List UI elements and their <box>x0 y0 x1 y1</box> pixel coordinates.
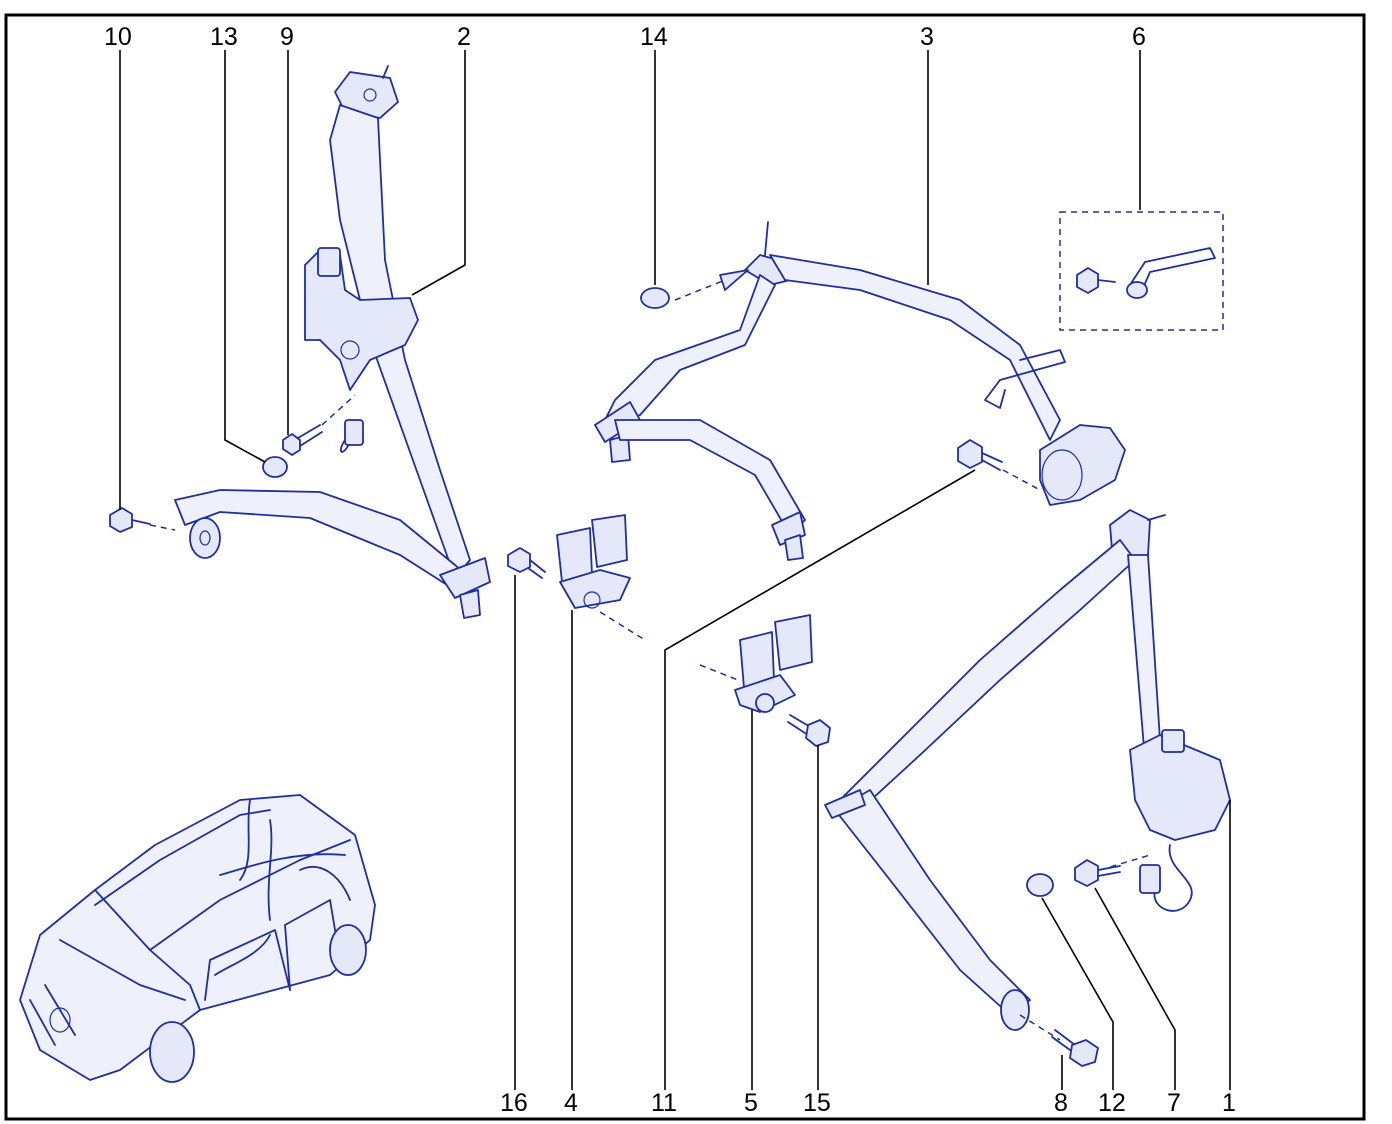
center-upper-belt <box>769 254 1061 441</box>
callout-15: 15 <box>803 1089 831 1117</box>
arrow-to-anchor <box>674 279 726 301</box>
center-retractor <box>1039 424 1126 506</box>
detail-box-6 <box>1059 211 1224 331</box>
leader-13 <box>224 50 266 463</box>
callout-3: 3 <box>920 23 934 51</box>
callout-14: 14 <box>640 23 668 51</box>
bolt-11 <box>957 439 1041 491</box>
right-sensor-connector <box>1139 864 1161 894</box>
callout-11: 11 <box>651 1089 677 1117</box>
leader-12 <box>1041 897 1114 1090</box>
left-belt-assembly <box>174 65 491 619</box>
right-shoulder-belt <box>839 539 1136 811</box>
bolt-16 <box>507 547 546 579</box>
callout-5: 5 <box>744 1089 758 1117</box>
callout-10: 10 <box>104 23 132 51</box>
callout-2: 2 <box>457 23 471 51</box>
bolt-15 <box>787 714 831 747</box>
right-vertical-belt <box>1127 554 1161 761</box>
buckle-5 <box>699 614 813 713</box>
right-lower-belt <box>834 789 1031 1016</box>
cap-13 <box>262 456 288 478</box>
callout-1: 1 <box>1222 1089 1236 1117</box>
callout-9: 9 <box>280 23 294 51</box>
leader-11 <box>664 469 976 1090</box>
callout-16: 16 <box>500 1089 528 1117</box>
cap-14 <box>640 287 670 309</box>
callout-7: 7 <box>1167 1089 1181 1117</box>
callout-4: 4 <box>564 1089 578 1117</box>
cap-12 <box>1026 873 1054 897</box>
callout-12: 12 <box>1098 1089 1126 1117</box>
callout-6: 6 <box>1132 23 1146 51</box>
bolt-10 <box>109 507 176 533</box>
left-sensor-connector <box>344 419 364 446</box>
callout-8: 8 <box>1054 1089 1068 1117</box>
bolt-8 <box>1051 1029 1099 1067</box>
callout-labels: 10 13 9 2 14 3 6 16 4 11 5 15 8 12 7 1 <box>104 23 1236 1117</box>
leader-7 <box>1094 887 1176 1090</box>
right-belt-assembly <box>824 509 1231 1041</box>
diagram-frame <box>4 13 1366 1121</box>
buckle-4 <box>556 514 646 641</box>
callout-13: 13 <box>210 23 238 51</box>
leader-2 <box>411 50 466 296</box>
leader-lines <box>119 50 1231 1090</box>
bolt-9 <box>282 394 356 456</box>
vehicle-thumbnail <box>19 794 376 1083</box>
rear-center-belt-assembly <box>594 221 1126 561</box>
center-lap-belt <box>614 419 806 536</box>
bolt-7 <box>1074 859 1121 887</box>
